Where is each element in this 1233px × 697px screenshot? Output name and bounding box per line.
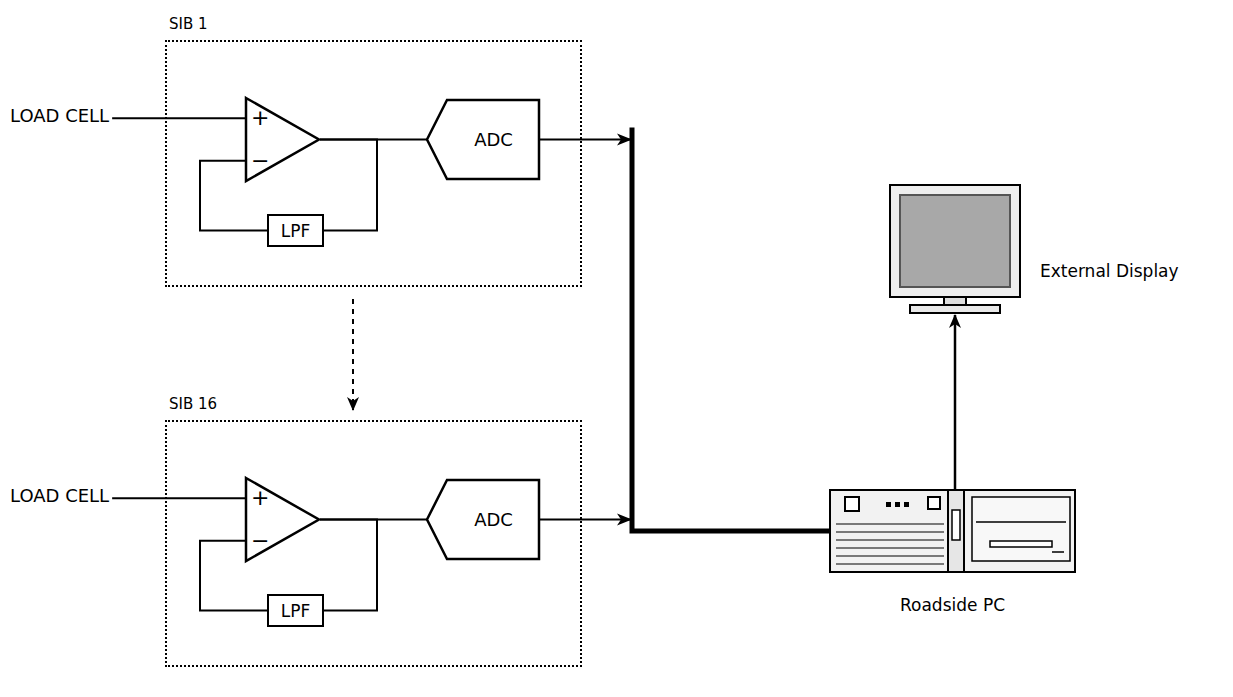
node-text: − xyxy=(251,528,269,554)
vent-line xyxy=(836,539,944,540)
pc-drive-line xyxy=(976,521,1066,523)
vent-line xyxy=(836,547,944,548)
pc-led xyxy=(895,502,900,507)
node-text: SIB 1 xyxy=(169,14,208,34)
arrow-head xyxy=(617,514,632,526)
node-text: SIB 16 xyxy=(169,394,217,414)
data-link xyxy=(540,520,830,532)
node-text: LPF xyxy=(281,221,311,241)
signal-wire xyxy=(954,315,957,490)
amplifier-triangle xyxy=(246,478,319,561)
pc-drive-slot xyxy=(990,541,1052,547)
node-text: External Display xyxy=(1040,260,1179,282)
data-bus xyxy=(632,128,830,532)
pc-led xyxy=(886,502,891,507)
adc-block: ADC xyxy=(427,99,540,180)
pc-button xyxy=(845,497,859,511)
op-amp: +− xyxy=(245,477,320,562)
signal-wire xyxy=(320,140,377,231)
pc-vents xyxy=(836,524,944,564)
node-text: + xyxy=(251,105,269,131)
amplifier-triangle xyxy=(246,98,319,181)
monitor-base xyxy=(910,305,1000,313)
pc-slot xyxy=(952,510,960,540)
signal-interface-board: SIB 16+−LPFADC xyxy=(165,420,582,667)
node-text: LPF xyxy=(281,601,311,621)
signal-interface-board: SIB 1+−LPFADC xyxy=(165,40,582,287)
op-amp: +− xyxy=(245,97,320,182)
node-text: + xyxy=(251,485,269,511)
input-wire xyxy=(112,497,245,499)
node-text: Roadside PC xyxy=(900,594,1005,616)
vent-line xyxy=(836,523,944,524)
repeat-arrow xyxy=(352,299,354,410)
pc-drive-line xyxy=(1052,551,1064,553)
converter-outline xyxy=(427,100,539,179)
input-wire xyxy=(112,117,245,119)
external-display: External Display xyxy=(890,185,1020,315)
data-link xyxy=(540,140,830,532)
pc-drive-bay xyxy=(972,497,1070,561)
vent-line xyxy=(836,531,944,532)
vent-line xyxy=(836,555,944,556)
monitor-illustration xyxy=(890,185,1020,313)
monitor-screen xyxy=(900,195,1010,287)
filter-box: LPF xyxy=(267,214,324,247)
adc-block: ADC xyxy=(427,479,540,560)
signal-name: LOAD CELL xyxy=(10,485,109,507)
signal-wire xyxy=(320,520,377,611)
pc-led xyxy=(904,502,909,507)
pc-panel xyxy=(948,490,964,572)
node-text: ADC xyxy=(474,509,513,531)
monitor-bezel xyxy=(890,185,1020,297)
arrow-head xyxy=(617,134,632,146)
converter-outline xyxy=(427,480,539,559)
signal-name: LOAD CELL xyxy=(10,105,109,127)
node-text: − xyxy=(251,148,269,174)
node-text: ADC xyxy=(474,129,513,151)
pc-button xyxy=(928,497,940,509)
monitor-neck xyxy=(944,297,966,305)
pc-illustration xyxy=(830,490,1075,572)
roadside-pc: Roadside PC xyxy=(830,490,1075,572)
pc-case xyxy=(830,490,1075,572)
vent-line xyxy=(836,563,944,564)
filter-box: LPF xyxy=(267,594,324,627)
